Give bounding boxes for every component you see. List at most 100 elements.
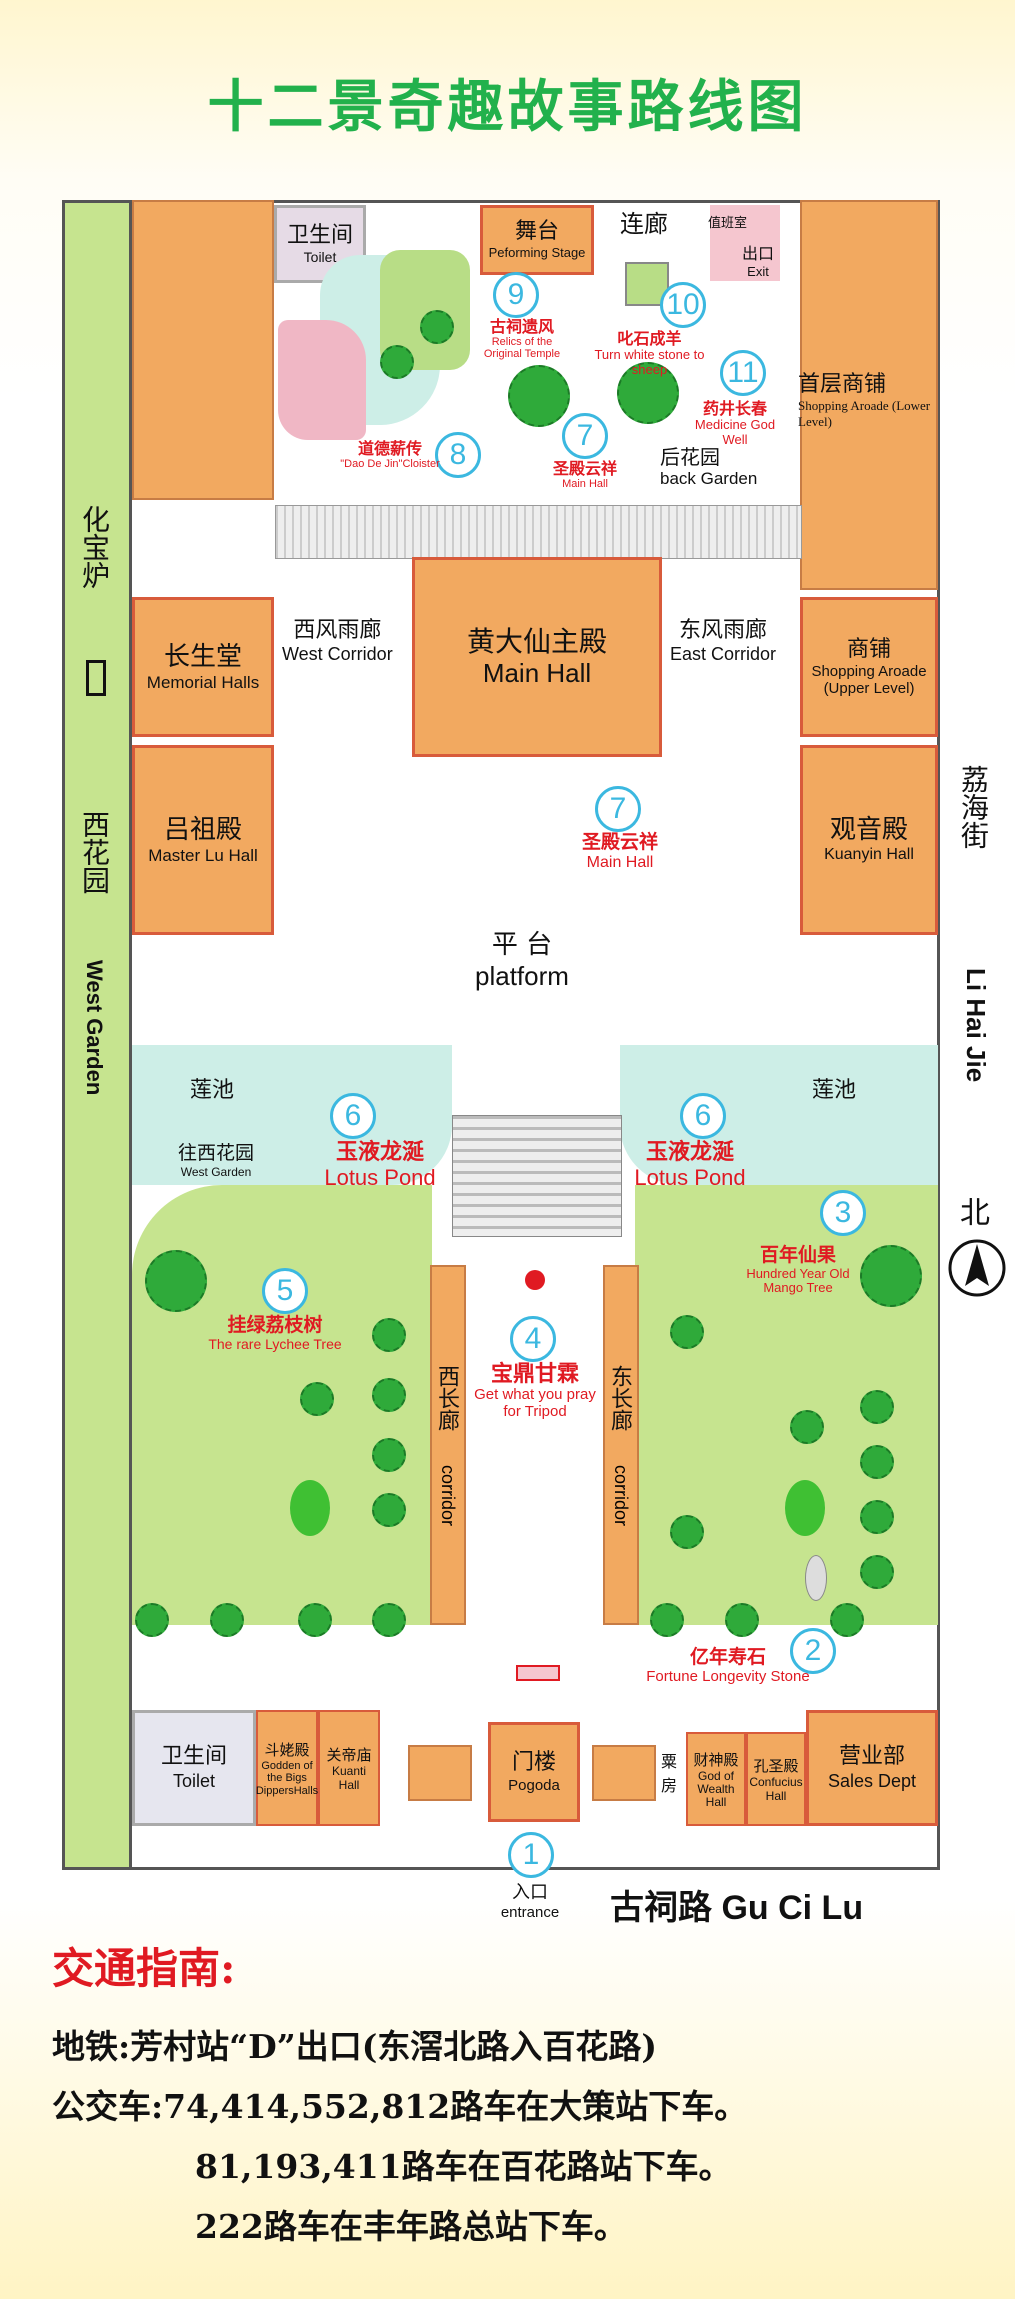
- tree-icon: [298, 1603, 332, 1637]
- west-garden-label-en: West Garden: [82, 960, 107, 1096]
- spot-7-number: 7: [595, 786, 641, 832]
- road-label: 古祠路 Gu Ci Lu: [610, 1888, 864, 1928]
- kitchen-label: 粟房: [660, 1752, 677, 1795]
- spot-8-label: 圣殿云祥 Main Hall: [552, 459, 617, 491]
- tree-icon: [210, 1603, 244, 1637]
- longevity-stone-icon: [805, 1555, 827, 1601]
- lotus-left-label: 莲池: [190, 1078, 235, 1103]
- spot-8-number: 7: [562, 413, 608, 459]
- spot-6-right-number: 6: [680, 1093, 726, 1139]
- spot-1-number: 1: [508, 1832, 554, 1878]
- transport-bus-1: 公交车:74,414,552,812路车在大策站下车。: [52, 2087, 748, 2126]
- north-label: 北: [960, 1196, 990, 1231]
- transport-bus-3: 222路车在丰年路总站下车。: [195, 2207, 627, 2246]
- performing-stage: 舞台 Peforming Stage: [480, 205, 594, 275]
- guan-di-temple: 关帝庙 Kuanti Hall: [318, 1710, 380, 1826]
- spot-5-label: 挂绿荔枝树 The rare Lychee Tree: [208, 1314, 342, 1352]
- god-of-wealth-hall: 财神殿 God of Wealth Hall: [686, 1732, 746, 1826]
- dou-mu-hall: 斗姥殿 Godden of the Bigs DippersHalls: [256, 1710, 318, 1826]
- west-corridor-label: 西风雨廊 West Corridor: [282, 618, 393, 665]
- spot-3-number: 3: [820, 1190, 866, 1236]
- tree-icon: [670, 1515, 704, 1549]
- west-garden-strip: [62, 200, 132, 1870]
- east-lawn-oval: [785, 1480, 825, 1536]
- tree-icon: [650, 1603, 684, 1637]
- back-garden-label: 后花园 back Garden: [660, 445, 758, 488]
- lotus-right-label: 莲池: [812, 1078, 857, 1103]
- tree-icon: [300, 1382, 334, 1416]
- exit-label: 出口 Exit: [742, 244, 775, 279]
- tree-icon: [372, 1378, 406, 1412]
- corridor-top-label: 连廊: [620, 210, 668, 238]
- wishing-tree-icon: [508, 365, 570, 427]
- sales-dept: 营业部 Sales Dept: [806, 1710, 938, 1826]
- tree-icon: [725, 1603, 759, 1637]
- spot-9-label: 道德薪传 "Dao De Jin"Cloister: [340, 439, 440, 471]
- gate-side-left: [408, 1745, 472, 1801]
- lotus-pond-right: [620, 1045, 938, 1185]
- toilet-top: 卫生间 Toilet: [274, 205, 366, 283]
- main-hall: 黄大仙主殿 Main Hall: [412, 557, 662, 757]
- shop-lower-label: 首层商铺 Shopping Aroade (Lower Level): [798, 372, 931, 430]
- spot-2-number: 2: [790, 1628, 836, 1674]
- compass-icon: [947, 1238, 1007, 1298]
- rock-garden: [278, 320, 366, 440]
- spot-5-number: 5: [262, 1268, 308, 1314]
- shopping-upper: 商铺 Shopping Aroade (Upper Level): [800, 597, 938, 737]
- spot-10-label: 古祠遗风 Relics of the Original Temple: [483, 317, 561, 361]
- tree-icon: [830, 1603, 864, 1637]
- spot-7-label: 圣殿云祥 Main Hall: [581, 831, 658, 871]
- left-top-block: [132, 200, 274, 500]
- platform-label: 平 台 platform: [475, 930, 569, 992]
- tree-icon: [860, 1500, 894, 1534]
- tree-icon: [860, 1390, 894, 1424]
- spot-11-number: 10: [660, 282, 706, 328]
- tripod-icon: [525, 1270, 545, 1290]
- tree-icon: [380, 345, 414, 379]
- street-label-en: Li Hai Jie: [961, 968, 991, 1083]
- furnace-icon: [86, 660, 106, 696]
- pogoda: 门楼 Pogoda: [488, 1722, 580, 1822]
- west-long-corridor: [430, 1265, 466, 1625]
- tree-icon: [860, 1445, 894, 1479]
- entrance-label: 入口 entrance: [500, 1882, 560, 1921]
- tree-icon: [372, 1438, 406, 1472]
- spot-4-label: 宝鼎甘霖 Get what you pray for Tripod: [474, 1362, 596, 1420]
- east-long-corridor-en: corridor: [611, 1465, 631, 1527]
- furnace-label: 化宝炉: [78, 505, 111, 589]
- steps: [275, 505, 802, 559]
- west-lawn-oval: [290, 1480, 330, 1536]
- medicine-well-tree-icon: [617, 362, 679, 424]
- street-label-cn: 荔海街: [957, 765, 990, 849]
- tree-icon: [790, 1410, 824, 1444]
- memorial-halls: 长生堂 Memorial Halls: [132, 597, 274, 737]
- tree-icon: [372, 1318, 406, 1352]
- transport-bus-2: 81,193,411路车在百花路站下车。: [195, 2147, 732, 2186]
- lychee-tree-icon: [145, 1250, 207, 1312]
- transport-heading: 交通指南:: [52, 1944, 236, 1993]
- mango-tree-icon: [860, 1245, 922, 1307]
- incense-marker: [516, 1665, 560, 1681]
- west-garden-label-cn: 西花园: [78, 810, 111, 894]
- spot-11-label: 叱石成羊 Turn white stone to sheep: [594, 329, 705, 377]
- tree-icon: [372, 1603, 406, 1637]
- spot-9-number: 8: [435, 432, 481, 478]
- duty-room-label: 值班室: [708, 216, 748, 231]
- kuanyin-hall: 观音殿 Kuanyin Hall: [800, 745, 938, 935]
- spot-12-number: 11: [720, 350, 766, 396]
- spot-2-label: 亿年寿石 Fortune Longevity Stone: [646, 1646, 810, 1685]
- west-long-corridor-cn: 西长廊: [434, 1365, 459, 1431]
- spot-10-number: 9: [493, 272, 539, 318]
- to-west-garden-label: 往西花园 West Garden: [178, 1142, 255, 1179]
- east-long-corridor-cn: 东长廊: [607, 1365, 632, 1431]
- west-long-corridor-en: corridor: [438, 1465, 458, 1527]
- page-title: 十二景奇趣故事路线图: [207, 75, 808, 140]
- east-corridor-label: 东风雨廊 East Corridor: [670, 618, 777, 665]
- tree-icon: [420, 310, 454, 344]
- tree-icon: [372, 1493, 406, 1527]
- duty-room: [710, 205, 780, 281]
- toilet-bottom: 卫生间 Toilet: [132, 1710, 256, 1826]
- center-stairs: [452, 1115, 622, 1237]
- spot-6-left-number: 6: [330, 1093, 376, 1139]
- transport-metro: 地铁:芳村站“D”出口(东滘北路入百花路): [52, 2027, 657, 2066]
